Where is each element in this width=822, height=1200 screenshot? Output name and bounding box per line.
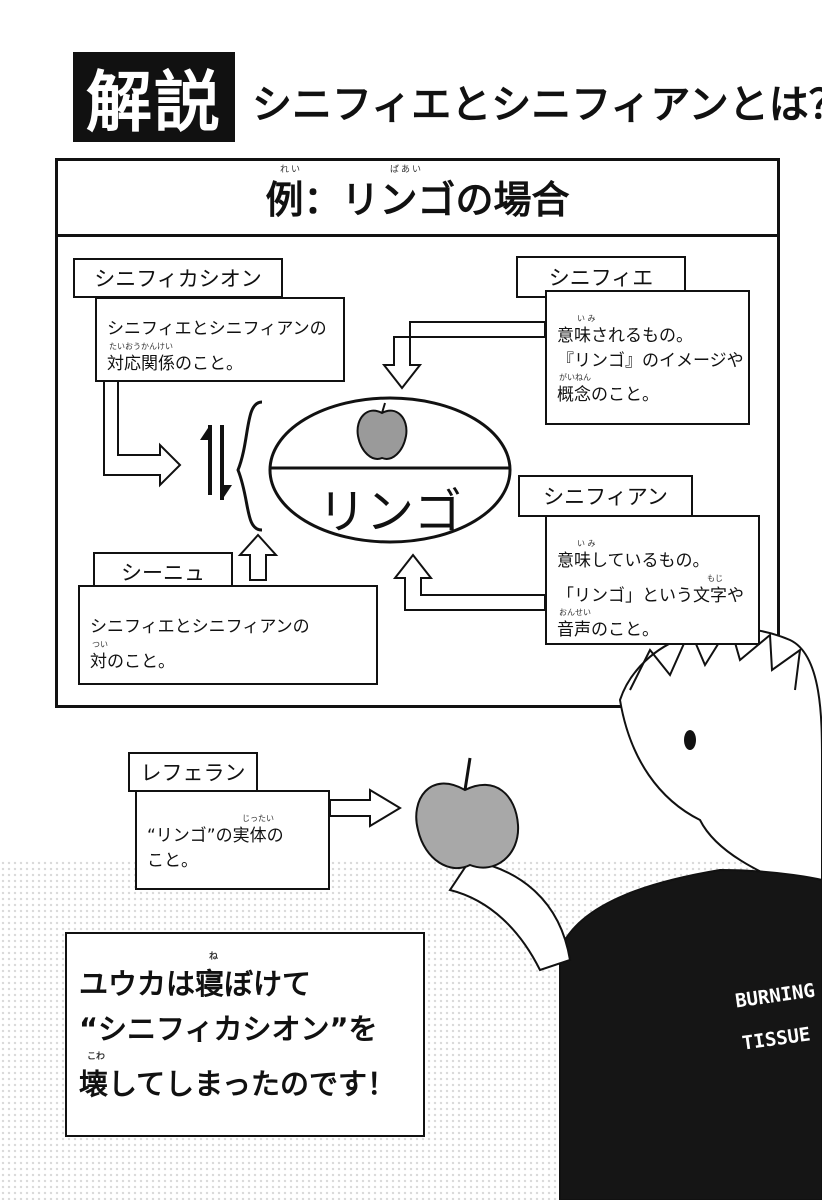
signifiant-ruby-2: もじ	[707, 573, 723, 583]
signifie-arrow	[381, 321, 546, 390]
signification-label: シニフィカシオン	[73, 258, 283, 298]
signifie-line-3: 概念のこと。	[557, 385, 659, 406]
signifiant-line-1: 意味しているもの。	[557, 551, 710, 571]
diagram-panel	[55, 158, 780, 708]
signifie-line-2: 『リンゴ』のイメージや	[557, 350, 744, 371]
page-title: シニフィエとシニフィアンとは？	[252, 82, 822, 128]
signifiant-desc: い み 意味しているもの。 もじ 「リンゴ」という文字や おんせい 音声のこと。	[545, 515, 760, 645]
referent-line-2: こと。	[147, 850, 198, 871]
sign-word: リンゴ	[317, 484, 462, 540]
signifiant-line-3: 音声のこと。	[557, 620, 659, 641]
signifiant-label: シニフィアン	[518, 475, 693, 517]
signe-line-1: シニフィエとシニフィアンの	[90, 617, 310, 637]
conclusion-line-2: “シニフィカシオン”を	[79, 1011, 378, 1046]
referent-label: レフェラン	[128, 752, 258, 792]
signe-ruby: つい	[92, 639, 108, 649]
conclusion-box: ね ユウカは寝ぼけて “シニフィカシオン”を こわ 壊してしまったのです！	[65, 932, 425, 1137]
conclusion-ruby-2: こわ	[87, 1051, 106, 1062]
conclusion-line-3: 壊してしまったのです！	[79, 1066, 396, 1101]
signification-line-1: シニフィエとシニフィアンの	[107, 319, 327, 339]
signe-arrow	[237, 533, 279, 581]
section-badge: 解説	[73, 52, 235, 142]
signifie-ruby-2: がいねん	[559, 373, 591, 383]
signifiant-ruby-3: おんせい	[559, 608, 591, 618]
sign-ellipse	[268, 396, 512, 544]
signification-arrow	[103, 379, 182, 488]
referent-line-1: “リンゴ”の実体の	[147, 826, 284, 846]
signifie-desc: い み 意味されるもの。 『リンゴ』のイメージや がいねん 概念のこと。	[545, 290, 750, 425]
referent-desc: じったい “リンゴ”の実体の こと。	[135, 790, 330, 890]
signification-desc: シニフィエとシニフィアンの たいおうかんけい 対応関係のこと。	[95, 297, 345, 382]
signe-line-2: 対のこと。	[90, 651, 175, 672]
signification-line-2: 対応関係のこと。	[107, 353, 243, 374]
signifie-line-1: 意味されるもの。	[557, 326, 693, 346]
signifiant-arrow	[392, 553, 546, 611]
referent-ruby: じったい	[242, 814, 274, 823]
referent-arrow	[329, 788, 402, 828]
conclusion-line-1: ユウカは寝ぼけて	[79, 967, 312, 1001]
signe-desc: シニフィエとシニフィアンの つい 対のこと。	[78, 585, 378, 685]
brace-icon	[236, 400, 263, 532]
example-ruby: れい ばあい	[280, 165, 424, 175]
example-title: 例：リンゴの場合	[55, 158, 780, 237]
signifie-ruby-1: い み	[577, 314, 596, 323]
apple-icon	[356, 402, 408, 460]
held-apple-icon	[415, 757, 520, 870]
signification-ruby: たいおうかんけい	[109, 341, 173, 351]
signifiant-line-2: 「リンゴ」という文字や	[557, 585, 744, 606]
conclusion-ruby-1: ね	[209, 952, 219, 962]
signifiant-ruby-1: い み	[577, 539, 596, 548]
up-down-arrows-icon	[200, 425, 232, 500]
character-illustration	[415, 622, 822, 1200]
